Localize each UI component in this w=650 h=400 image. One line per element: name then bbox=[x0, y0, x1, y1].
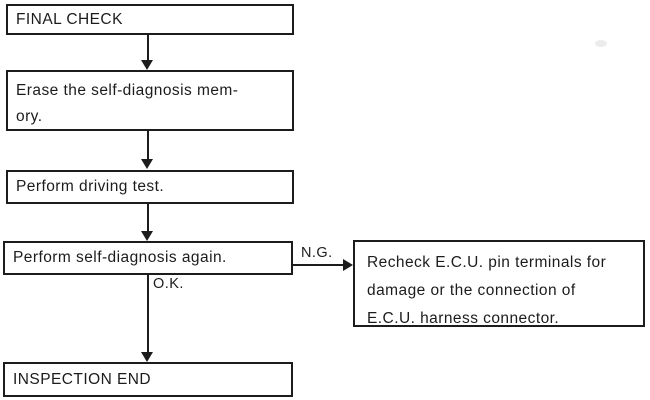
node-erase-memory-line2: ory. bbox=[16, 108, 43, 125]
node-driving-test-label: Perform driving test. bbox=[16, 178, 165, 195]
arrow-down-icon bbox=[141, 231, 153, 241]
node-final-check-label: FINAL CHECK bbox=[16, 10, 123, 28]
node-erase-memory-line1: Erase the self-diagnosis mem- bbox=[16, 82, 239, 99]
arrow-ok-to-inspection-shaft bbox=[147, 275, 149, 353]
node-driving-test: Perform driving test. bbox=[6, 170, 294, 204]
node-erase-memory: Erase the self-diagnosis mem- ory. bbox=[6, 70, 294, 131]
arrow-down-icon bbox=[141, 352, 153, 362]
arrow-down-icon bbox=[141, 159, 153, 169]
node-recheck-ecu-line2: damage or the connection of bbox=[367, 282, 576, 299]
node-inspection-end-label: INSPECTION END bbox=[13, 370, 152, 388]
node-final-check: FINAL CHECK bbox=[6, 4, 294, 35]
edge-label-ng: N.G. bbox=[299, 245, 335, 261]
edge-label-ok: O.K. bbox=[151, 276, 186, 292]
node-recheck-ecu-line1: Recheck E.C.U. pin terminals for bbox=[367, 254, 607, 271]
arrow-right-icon bbox=[343, 259, 353, 271]
node-inspection-end: INSPECTION END bbox=[3, 362, 293, 397]
arrow-final-to-erase-shaft bbox=[147, 35, 149, 62]
scan-artifact bbox=[595, 40, 607, 47]
node-recheck-ecu-line3: E.C.U. harness connector. bbox=[367, 310, 560, 327]
node-self-diagnosis-again: Perform self-diagnosis again. bbox=[3, 241, 293, 275]
arrow-ng-branch-shaft bbox=[293, 264, 344, 266]
arrow-driving-to-selfdiag-shaft bbox=[147, 204, 149, 232]
node-recheck-ecu: Recheck E.C.U. pin terminals for damage … bbox=[353, 240, 645, 327]
node-self-diagnosis-again-label: Perform self-diagnosis again. bbox=[13, 249, 227, 266]
arrow-erase-to-driving-shaft bbox=[147, 131, 149, 160]
arrow-down-icon bbox=[141, 60, 153, 70]
